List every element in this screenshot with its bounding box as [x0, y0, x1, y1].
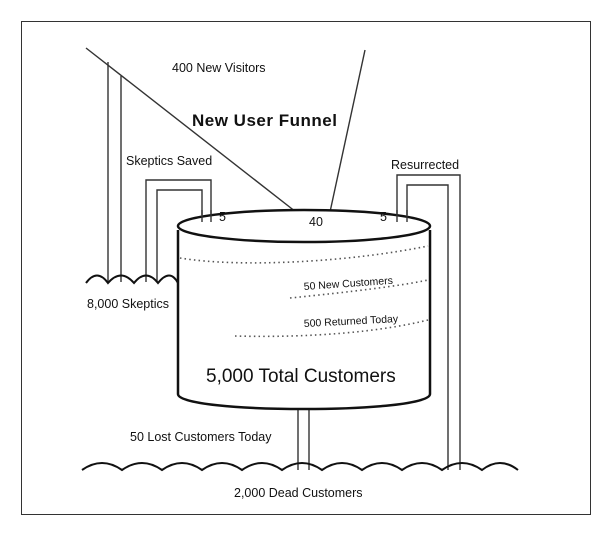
skeptics-pool-waves — [85, 274, 179, 285]
skeptics-saved-pipe — [145, 179, 212, 282]
skeptics-saved-count: 5 — [219, 210, 226, 224]
diagram-title: New User Funnel — [192, 111, 337, 130]
diagram-border — [21, 21, 591, 515]
total-customers-label: 5,000 Total Customers — [206, 366, 396, 387]
skeptics-feed-pipe — [107, 62, 122, 282]
lost-customers-pipe — [297, 406, 310, 470]
resurrected-pipe — [396, 174, 461, 470]
water-level-lines — [179, 245, 429, 338]
tank-inflow-stubs — [201, 210, 408, 222]
new-visitors-count: 40 — [309, 215, 323, 229]
customer-tank — [176, 208, 432, 411]
resurrected-count: 5 — [380, 210, 387, 224]
new-visitor-funnel — [85, 47, 366, 213]
resurrected-label: Resurrected — [391, 158, 459, 172]
dead-customers-pool-waves — [81, 462, 519, 472]
dead-customers-label: 2,000 Dead Customers — [234, 486, 363, 500]
skeptics-pool-label: 8,000 Skeptics — [87, 297, 169, 311]
returned-today-label: 500 Returned Today — [304, 313, 400, 330]
skeptics-saved-label: Skeptics Saved — [126, 154, 212, 168]
new-visitors-label: 400 New Visitors — [172, 61, 266, 75]
lost-customers-label: 50 Lost Customers Today — [130, 430, 272, 444]
